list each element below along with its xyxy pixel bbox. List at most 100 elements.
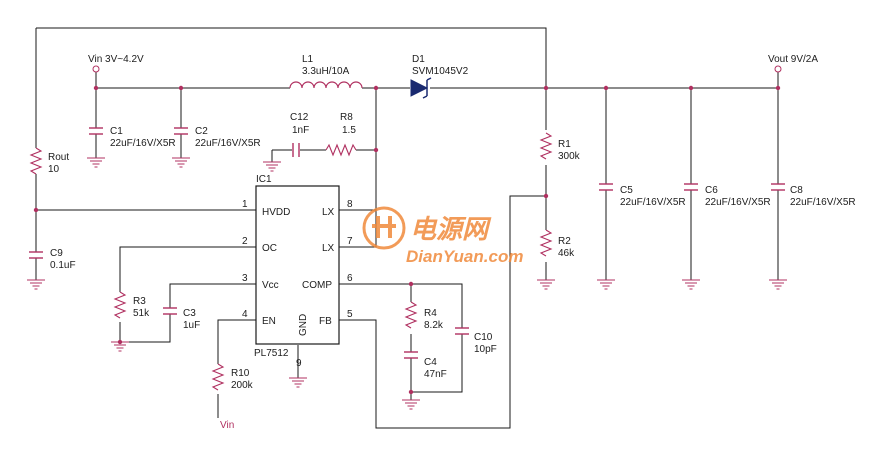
- pin-number: 1: [242, 199, 248, 210]
- pin-name: GND: [298, 314, 309, 336]
- c8-value: 22uF/16V/X5R: [790, 197, 856, 208]
- resistor-symbol: [29, 147, 43, 175]
- c3-ref: C3: [183, 308, 196, 319]
- pin-name: LX: [322, 207, 335, 218]
- resistor-r2: R2 46k: [539, 229, 575, 259]
- wire-vcc: [169, 283, 256, 308]
- junction: [178, 85, 184, 91]
- c2-ref: C2: [195, 126, 208, 137]
- d1-ref: D1: [412, 54, 425, 65]
- wire-c10-gnd: [411, 334, 463, 393]
- watermark-logo-icon: [362, 206, 406, 250]
- pin-number: 9: [296, 358, 302, 369]
- capacitor-c10: C10 10pF: [455, 327, 497, 355]
- pin-name: Vcc: [262, 280, 279, 291]
- terminals: Vin 3V~4.2V Vout 9V/2A Vin: [88, 54, 818, 431]
- c2-value: 22uF/16V/X5R: [195, 138, 261, 149]
- resistor-r4: R4 8.2k: [404, 301, 444, 331]
- wire-vin-rail: [95, 72, 290, 89]
- pin-number: 2: [242, 236, 248, 247]
- wire-c3-gnd: [120, 314, 171, 343]
- resistor-symbol: [404, 301, 418, 329]
- junction-dots: [33, 85, 781, 395]
- c6-value: 22uF/16V/X5R: [705, 197, 771, 208]
- c5-value: 22uF/16V/X5R: [620, 197, 686, 208]
- resistor-symbol: [539, 132, 553, 160]
- r1-ref: R1: [558, 139, 571, 150]
- junction: [373, 147, 379, 153]
- ground-icon: [263, 161, 281, 172]
- c12-ref: C12: [290, 112, 309, 123]
- c9-value: 0.1uF: [50, 260, 76, 271]
- resistor-r3: R3 51k: [113, 291, 150, 319]
- c1-ref: C1: [110, 126, 123, 137]
- capacitor-c1: C1 22uF/16V/X5R: [89, 126, 176, 149]
- junction: [775, 85, 781, 91]
- c3-value: 1uF: [183, 320, 200, 331]
- pin-number: 6: [347, 273, 353, 284]
- ic-pl7512: IC1 PL7512 1 2 3 4 5 6 7 8 9 HVDD OC Vcc…: [242, 174, 353, 369]
- ground-icon: [87, 157, 105, 168]
- junction: [543, 193, 549, 199]
- ground-icon: [682, 279, 700, 290]
- pin-name: HVDD: [262, 207, 290, 218]
- pin-number: 7: [347, 236, 353, 247]
- r4-value: 8.2k: [424, 320, 444, 331]
- r2-ref: R2: [558, 236, 571, 247]
- c8-ref: C8: [790, 185, 803, 196]
- watermark-en: DianYuan.com: [406, 247, 523, 266]
- plug-icon: [372, 216, 396, 238]
- c4-value: 47nF: [424, 369, 447, 380]
- ground-icon: [537, 279, 555, 290]
- inductor-coil-symbol: [289, 81, 363, 89]
- watermark: 电源网 DianYuan.com: [362, 206, 523, 266]
- pin-number: 4: [242, 309, 248, 320]
- capacitor-c6: C6 22uF/16V/X5R: [684, 183, 771, 208]
- r2-value: 46k: [558, 248, 575, 259]
- pin-number: 3: [242, 273, 248, 284]
- d1-value: SVM1045V2: [412, 66, 469, 77]
- wire-vout-rail: [430, 72, 779, 89]
- pin-name: FB: [319, 316, 332, 327]
- ic-body: [255, 185, 340, 345]
- r3-ref: R3: [133, 296, 146, 307]
- ic-part-number: PL7512: [254, 348, 289, 359]
- c10-ref: C10: [474, 332, 493, 343]
- capacitor-c8: C8 22uF/16V/X5R: [771, 183, 856, 208]
- c5-ref: C5: [620, 185, 633, 196]
- c9-ref: C9: [50, 248, 63, 259]
- r10-ref: R10: [231, 368, 250, 379]
- pin-name: EN: [262, 316, 276, 327]
- watermark-cn: 电源网: [410, 214, 492, 244]
- wire-oc: [119, 246, 256, 292]
- r8-ref: R8: [340, 112, 353, 123]
- vin-terminal: [92, 65, 100, 73]
- resistor-symbol: [539, 229, 553, 257]
- c4-ref: C4: [424, 357, 437, 368]
- c1-value: 22uF/16V/X5R: [110, 138, 176, 149]
- diode-d1: D1 SVM1045V2: [410, 54, 469, 99]
- wire-comp: [339, 283, 463, 328]
- capacitor-c5: C5 22uF/16V/X5R: [599, 183, 686, 208]
- vout-net-label: Vout 9V/2A: [768, 54, 818, 65]
- l1-ref: L1: [302, 54, 314, 65]
- c12-value: 1nF: [292, 125, 309, 136]
- capacitor-c12: C12 1nF: [290, 112, 309, 157]
- resistor-symbol: [325, 143, 357, 157]
- pin-name: OC: [262, 243, 277, 254]
- junction: [543, 85, 549, 91]
- ground-icon: [289, 377, 307, 388]
- ground-icon: [597, 279, 615, 290]
- rout-value: 10: [48, 164, 60, 175]
- junction: [93, 85, 99, 91]
- vout-terminal: [774, 65, 782, 73]
- junction: [373, 85, 379, 91]
- c6-ref: C6: [705, 185, 718, 196]
- resistor-r8: R8 1.5: [325, 112, 357, 157]
- resistor-r10: R10 200k: [211, 363, 254, 391]
- pin-number: 8: [347, 199, 353, 210]
- diode-symbol: [410, 79, 429, 97]
- r1-value: 300k: [558, 151, 581, 162]
- r3-value: 51k: [133, 308, 150, 319]
